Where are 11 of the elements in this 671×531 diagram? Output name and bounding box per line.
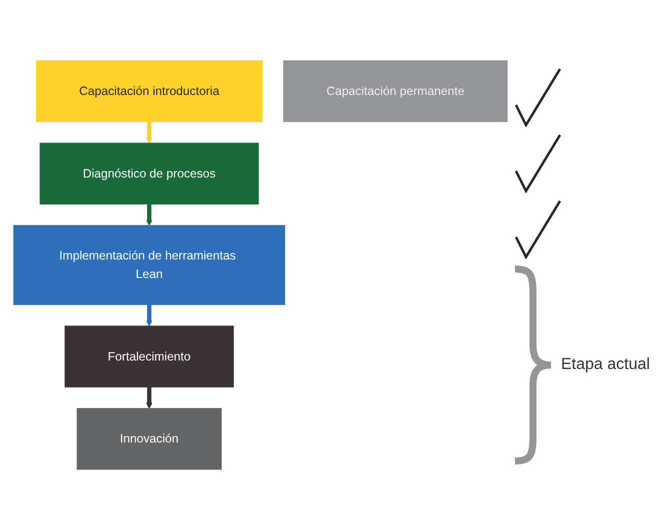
node-box: Diagnóstico de procesos [40, 143, 259, 205]
arrow [146, 387, 152, 410]
node-box: Capacitación introductoria [36, 60, 262, 122]
stage-note: Etapa actual [561, 356, 650, 374]
arrow [146, 204, 152, 226]
arrow [146, 122, 152, 144]
arrow [146, 304, 152, 327]
node-box: Fortalecimiento [64, 326, 234, 388]
node-box: Capacitación permanente [283, 60, 508, 122]
node-box: Implementación de herramientas Lean [13, 226, 286, 306]
node-box: Innovación [76, 408, 222, 470]
